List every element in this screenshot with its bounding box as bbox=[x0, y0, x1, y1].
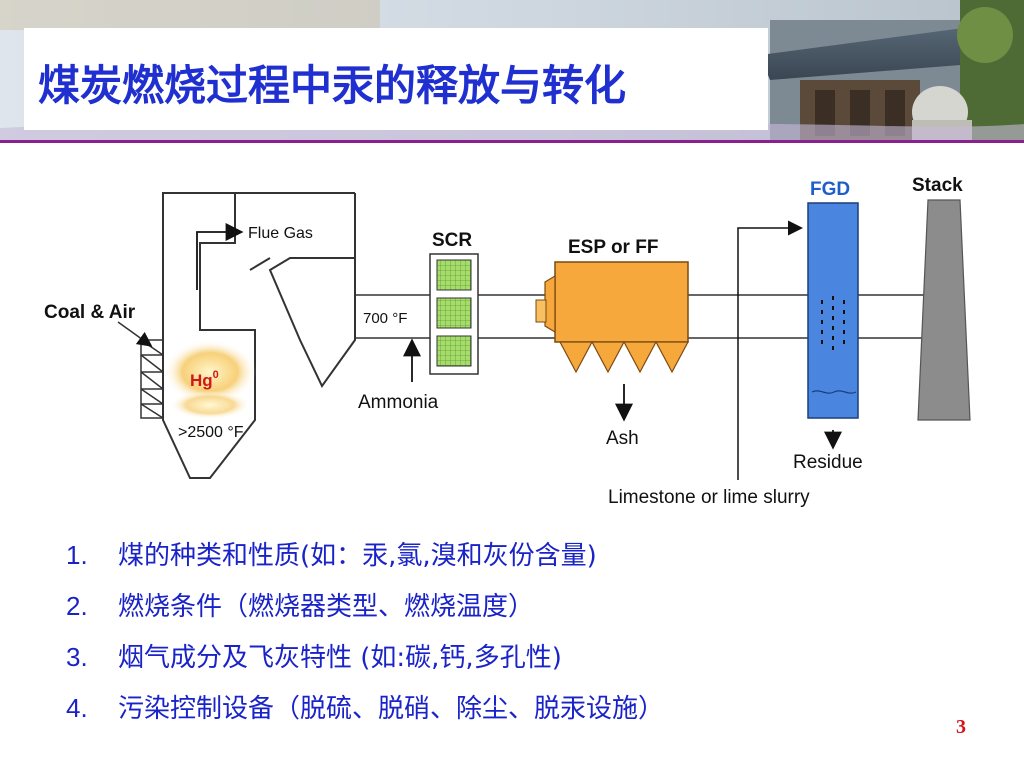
slide-title: 煤炭燃烧过程中汞的释放与转化 bbox=[38, 61, 627, 110]
label-scr-temp: 700 °F bbox=[363, 310, 407, 327]
label-hg: Hg0 bbox=[190, 369, 219, 390]
esp-unit bbox=[535, 261, 689, 374]
process-diagram-svg: Flue Gas Coal & Air Hg0 >2500 °F 700 °F … bbox=[44, 175, 971, 508]
scr-unit bbox=[429, 253, 479, 375]
list-item-text: 燃烧条件（燃烧器类型、燃烧温度） bbox=[118, 592, 535, 622]
flame-glow bbox=[164, 340, 256, 404]
label-fgd: FGD bbox=[810, 179, 850, 200]
list-item-number: 4. bbox=[66, 693, 88, 723]
stack bbox=[917, 199, 971, 421]
label-ammonia: Ammonia bbox=[358, 392, 439, 413]
burner-grid bbox=[140, 339, 164, 419]
list-item: 3. 烟气成分及飞灰特性 (如:碳,钙,多孔性) bbox=[66, 632, 664, 683]
list-item-number: 2. bbox=[66, 591, 88, 621]
list-item: 4. 污染控制设备（脱硫、脱硝、除尘、脱汞设施） bbox=[66, 683, 664, 734]
boiler bbox=[117, 192, 356, 479]
limestone-feed-line bbox=[737, 220, 803, 480]
fgd-tower bbox=[807, 202, 859, 419]
label-furnace-temp: >2500 °F bbox=[178, 424, 244, 441]
list-item-text: 污染控制设备（脱硫、脱硝、除尘、脱汞设施） bbox=[118, 694, 665, 724]
label-residue: Residue bbox=[793, 452, 863, 473]
label-esp: ESP or FF bbox=[568, 237, 658, 258]
page-number: 3 bbox=[956, 716, 966, 738]
header-divider bbox=[0, 140, 1024, 143]
label-scr: SCR bbox=[432, 230, 472, 251]
label-flue-gas: Flue Gas bbox=[248, 225, 313, 242]
process-diagram: Flue Gas Coal & Air Hg0 >2500 °F 700 °F … bbox=[0, 143, 1024, 523]
list-item-text: 煤的种类和性质(如：汞,氯,溴和灰份含量) bbox=[118, 541, 597, 571]
gas-duct bbox=[355, 294, 924, 339]
title-box bbox=[24, 28, 768, 130]
label-stack: Stack bbox=[912, 175, 963, 196]
list-item-text: 烟气成分及飞灰特性 (如:碳,钙,多孔性) bbox=[118, 643, 562, 673]
factor-list: 1. 煤的种类和性质(如：汞,氯,溴和灰份含量) 2. 燃烧条件（燃烧器类型、燃烧温… bbox=[66, 530, 664, 734]
label-ash: Ash bbox=[606, 428, 639, 449]
list-item: 2. 燃烧条件（燃烧器类型、燃烧温度） bbox=[66, 581, 664, 632]
label-coal-air: Coal & Air bbox=[44, 302, 136, 323]
flue-gas-arrow bbox=[196, 223, 244, 290]
label-limestone: Limestone or lime slurry bbox=[608, 487, 810, 508]
list-item-number: 3. bbox=[66, 642, 88, 672]
list-item-number: 1. bbox=[66, 540, 88, 570]
list-item: 1. 煤的种类和性质(如：汞,氯,溴和灰份含量) bbox=[66, 530, 664, 581]
